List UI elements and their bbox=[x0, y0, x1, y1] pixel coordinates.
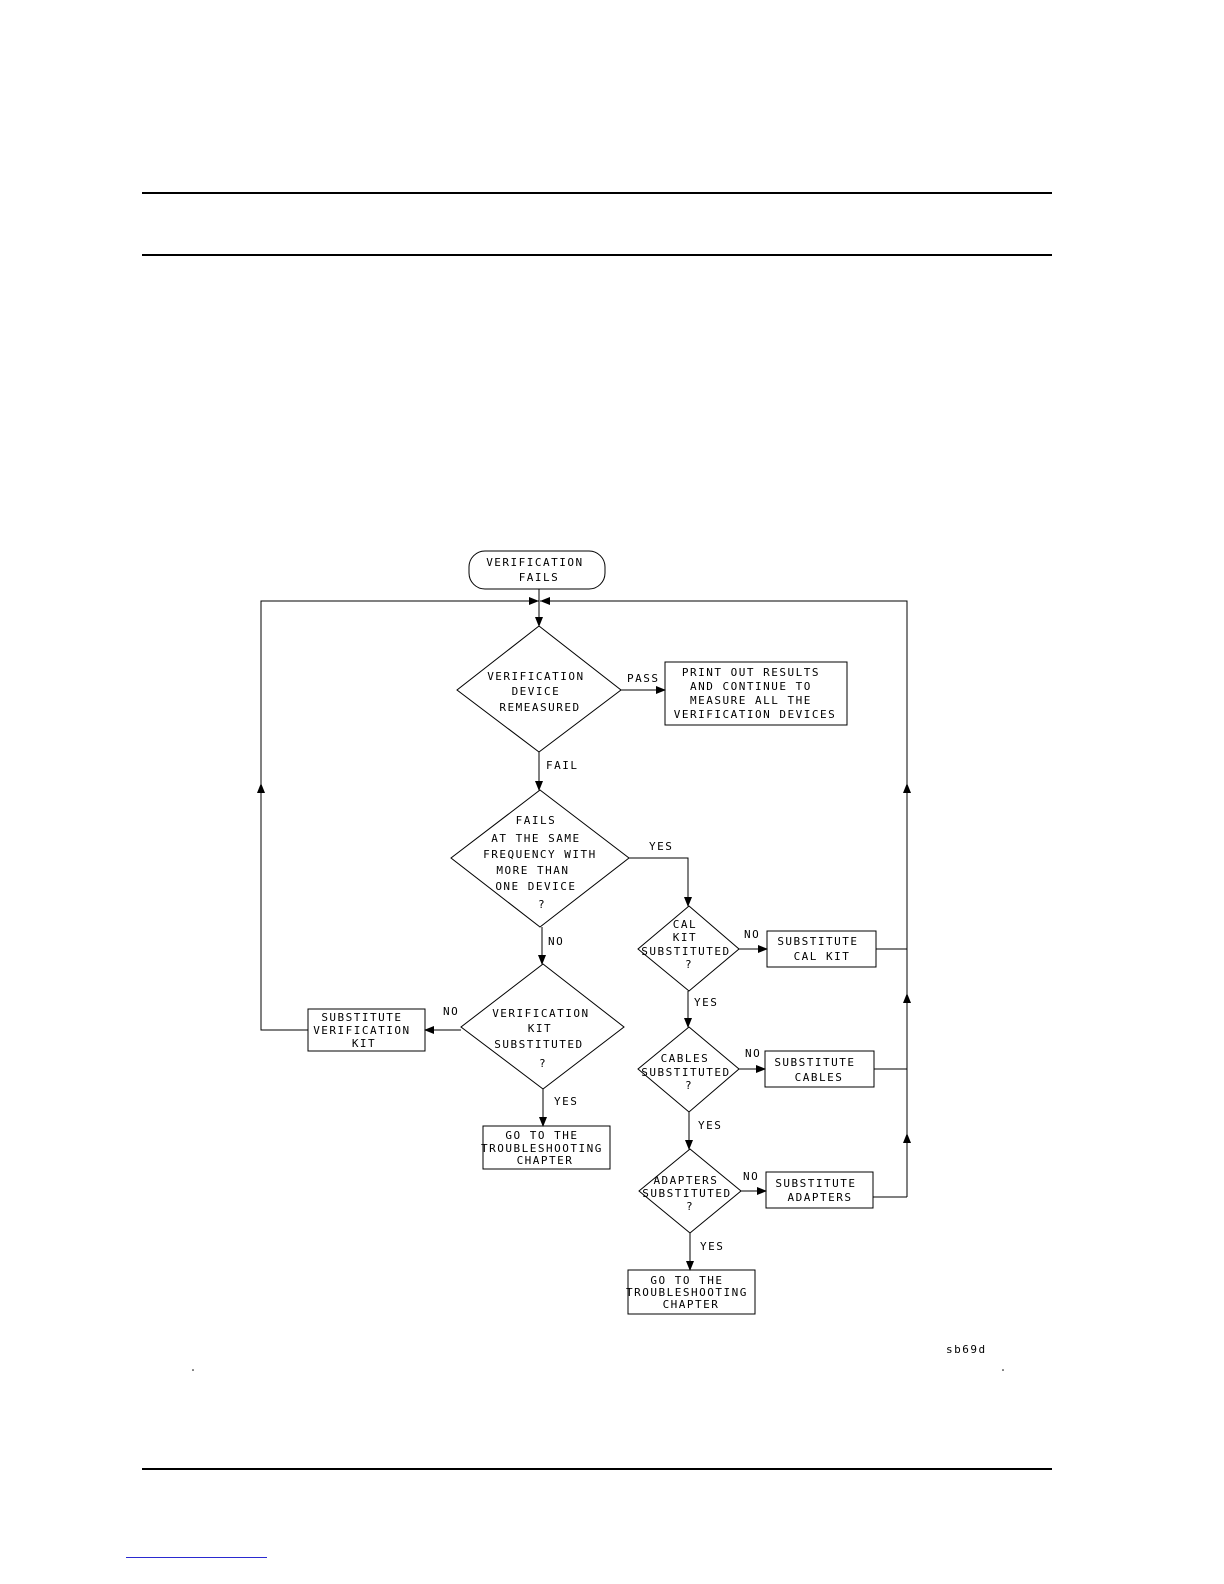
yes-label-1: YES bbox=[649, 840, 673, 853]
footer-link-underline[interactable] bbox=[126, 1557, 267, 1558]
troubleshooting-right-text: GO TO THE TROUBLESHOOTING CHAPTER bbox=[626, 1274, 756, 1311]
header-rule bbox=[142, 254, 1052, 256]
loop-left-return bbox=[260, 600, 539, 1031]
yes-label-cables: YES bbox=[698, 1119, 722, 1132]
decision-remeasured-text: VERIFICATION DEVICE REMEASURED bbox=[487, 670, 593, 714]
no-label-adapters: NO bbox=[743, 1170, 759, 1183]
no-label-cal-kit: NO bbox=[744, 928, 760, 941]
substitute-adapters-box bbox=[765, 1171, 874, 1209]
decision-adapters-text: ADAPTERS SUBSTITUTED ? bbox=[642, 1174, 739, 1213]
troubleshooting-left-text: GO TO THE TROUBLESHOOTING CHAPTER bbox=[481, 1129, 611, 1167]
yes-label-cal-kit: YES bbox=[694, 996, 718, 1009]
crop-mark-left bbox=[192, 1369, 194, 1371]
start-text: VERIFICATION FAILS bbox=[486, 556, 592, 584]
no-label-verification-kit: NO bbox=[443, 1005, 459, 1018]
yes-label-verification-kit: YES bbox=[554, 1095, 578, 1108]
decision-cal-kit-diamond bbox=[637, 905, 740, 992]
print-results-text: PRINT OUT RESULTS AND CONTINUE TO MEASUR… bbox=[674, 666, 836, 721]
substitute-cables-text: SUBSTITUTE CABLES bbox=[774, 1056, 863, 1084]
connector-yes-to-cal-kit bbox=[629, 857, 692, 907]
yes-label-adapters: YES bbox=[700, 1240, 724, 1253]
substitute-cal-kit-text: SUBSTITUTE CAL KIT bbox=[777, 935, 866, 963]
decision-cal-kit-text: CAL KIT SUBSTITUTED ? bbox=[641, 918, 738, 971]
decision-verification-kit-text: VERIFICATION KIT SUBSTITUTED ? bbox=[492, 1007, 598, 1070]
troubleshooting-right-box bbox=[627, 1269, 756, 1315]
fail-label: FAIL bbox=[546, 759, 579, 772]
figure-code: sb69d bbox=[946, 1343, 987, 1356]
top-rule bbox=[142, 192, 1052, 194]
no-label-cables: NO bbox=[745, 1047, 761, 1060]
decision-cables-text: CABLES SUBSTITUTED ? bbox=[641, 1052, 738, 1092]
no-label-1: NO bbox=[548, 935, 564, 948]
footer-rule bbox=[142, 1468, 1052, 1470]
decision-same-frequency-diamond bbox=[450, 789, 630, 928]
start-terminal bbox=[468, 550, 606, 590]
pass-label: PASS bbox=[627, 672, 660, 685]
substitute-adapters-text: SUBSTITUTE ADAPTERS bbox=[775, 1177, 864, 1204]
decision-same-frequency-text: FAILS AT THE SAME FREQUENCY WITH MORE TH… bbox=[483, 814, 605, 911]
crop-mark-right bbox=[1002, 1369, 1004, 1371]
substitute-verification-kit-box bbox=[307, 1008, 426, 1052]
print-results-box bbox=[664, 661, 848, 726]
substitute-verification-kit-text: SUBSTITUTE VERIFICATION KIT bbox=[313, 1011, 419, 1050]
